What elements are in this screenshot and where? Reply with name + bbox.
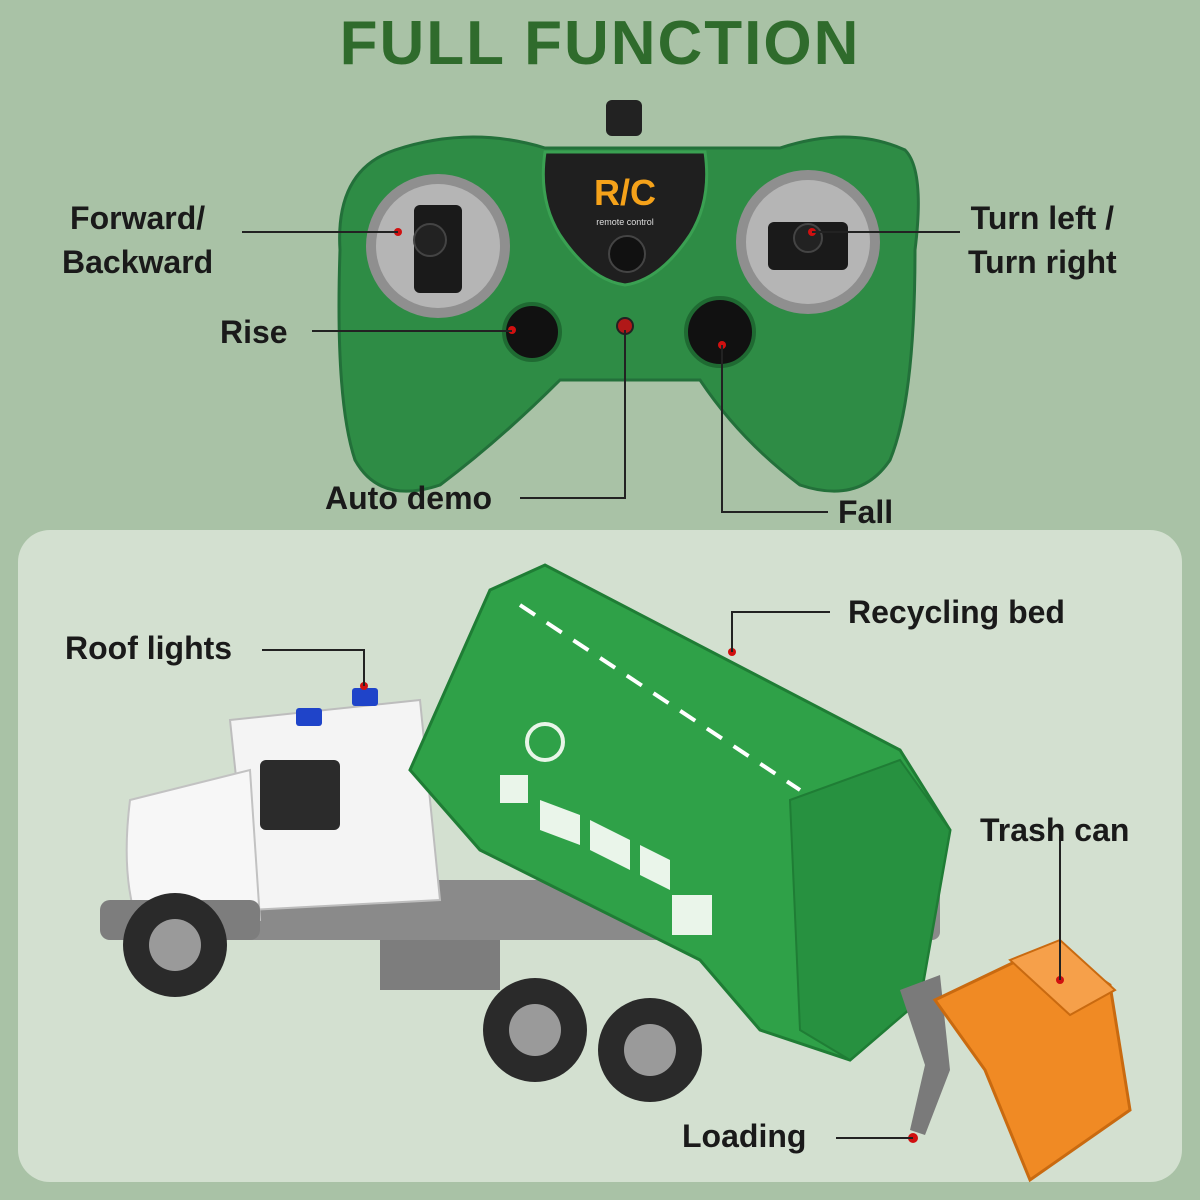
fall-button (684, 296, 756, 368)
loading-arm (900, 975, 950, 1135)
page-title: FULL FUNCTION (339, 9, 861, 78)
brand-logo: R/C (594, 172, 656, 213)
loading-label: Loading (682, 1118, 807, 1154)
roof-light-icon (296, 708, 322, 726)
svg-text:remote control: remote control (596, 217, 654, 227)
trash-can-label: Trash can (980, 812, 1130, 848)
trash-can (932, 938, 1132, 1183)
fall-label: Fall (838, 494, 894, 530)
remote-controller: R/C remote control (242, 100, 960, 513)
trash-icon (672, 895, 712, 935)
wheels (123, 893, 702, 1102)
forward-backward-label: Forward/ Backward (62, 200, 214, 280)
rise-label: Rise (220, 314, 288, 350)
recycle-icon (525, 722, 565, 762)
antenna-icon (606, 100, 642, 136)
turn-label: Turn left / Turn right (968, 200, 1117, 280)
roof-lights-label: Roof lights (65, 630, 233, 666)
tree-icon (500, 775, 528, 803)
chevron-arrows-icon (540, 800, 670, 890)
power-button (608, 235, 646, 273)
auto-demo-label: Auto demo (325, 480, 493, 516)
recycling-bed-label: Recycling bed (848, 594, 1065, 630)
roof-light-icon (352, 688, 378, 706)
